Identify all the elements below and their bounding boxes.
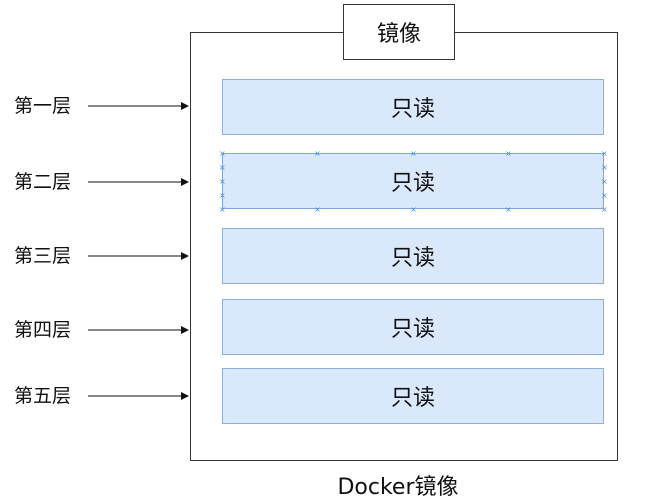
layer-1-box[interactable]: 只读 — [222, 79, 604, 135]
layer-2-content: 只读 — [390, 171, 435, 196]
layer-2-label: 第二层 — [14, 171, 72, 193]
layer-1-content: 只读 — [390, 97, 435, 122]
layer-5-box[interactable]: 只读 — [222, 368, 604, 424]
layer-2-box[interactable]: 只读 — [222, 153, 604, 209]
layer-5-label: 第五层 — [14, 385, 72, 407]
layer-3-content: 只读 — [390, 246, 435, 271]
layer-1-label: 第一层 — [14, 95, 72, 117]
layer-3-box[interactable]: 只读 — [222, 228, 604, 284]
image-title-text: 镜像 — [376, 22, 421, 47]
layer-3-label: 第三层 — [14, 245, 72, 267]
layer-4-content: 只读 — [390, 317, 435, 342]
diagram-caption: Docker镜像 — [337, 475, 459, 500]
layer-4-box[interactable]: 只读 — [222, 299, 604, 355]
layer-4-label: 第四层 — [14, 319, 72, 341]
image-title-box: 镜像 — [343, 4, 455, 60]
layer-5-content: 只读 — [390, 386, 435, 411]
